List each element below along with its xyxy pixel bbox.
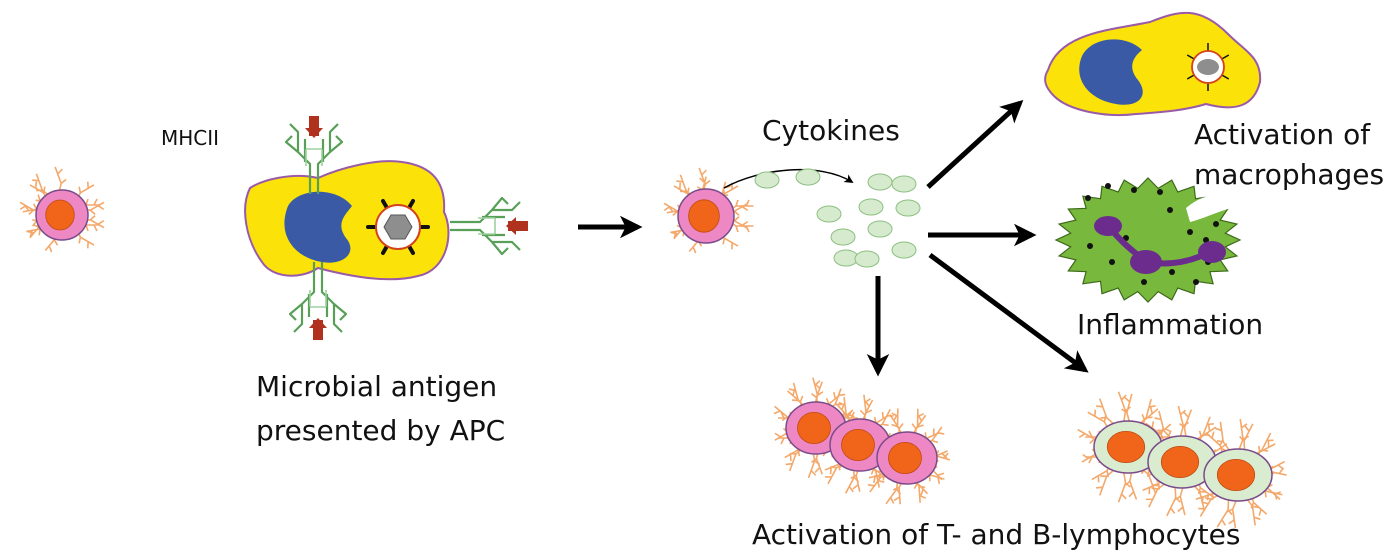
antigen-presenting-cell bbox=[244, 116, 528, 340]
microbe-core bbox=[1197, 59, 1219, 75]
apc-caption-line1: Microbial antigen bbox=[256, 370, 498, 403]
secretion-arrow bbox=[723, 168, 854, 189]
antigen-peptide-tip bbox=[309, 318, 327, 328]
cell-nucleus bbox=[688, 199, 720, 233]
t-lymphocyte bbox=[829, 418, 891, 472]
granule bbox=[1203, 237, 1209, 243]
arrow-to-macrophage bbox=[926, 99, 1024, 189]
granule bbox=[1141, 279, 1147, 285]
mhcii-label: MHCII bbox=[161, 126, 220, 150]
granule bbox=[1157, 189, 1163, 195]
granule bbox=[1193, 279, 1199, 285]
cytokine-particle bbox=[891, 241, 917, 259]
apc-nucleus bbox=[284, 191, 352, 263]
b-lymphocyte bbox=[1147, 435, 1217, 489]
cell-nucleus bbox=[45, 199, 75, 231]
cytokine-particle bbox=[833, 249, 859, 267]
mhc-right bbox=[450, 196, 528, 256]
granule bbox=[1087, 243, 1093, 249]
antigen-peptide bbox=[313, 320, 323, 340]
granule bbox=[1105, 183, 1111, 189]
cytokine-particle bbox=[795, 168, 821, 186]
lymphocyte-activation-label: Activation of T- and B-lymphocytes bbox=[752, 518, 1241, 551]
cytokine-particle bbox=[895, 199, 921, 217]
mhc-molecule bbox=[288, 262, 348, 333]
mhc-groove bbox=[478, 217, 496, 235]
engulfed-microbe-icon bbox=[1186, 43, 1230, 91]
microbe-core bbox=[383, 214, 413, 240]
resting-t-cell-body bbox=[35, 189, 89, 241]
macrophage-body bbox=[1044, 11, 1262, 117]
b-lymphocyte-cluster bbox=[1077, 391, 1287, 529]
granule bbox=[1187, 229, 1193, 235]
cytokine-particle bbox=[867, 173, 893, 191]
granule bbox=[1213, 221, 1219, 227]
granule bbox=[1131, 187, 1137, 193]
mhc-molecule bbox=[450, 196, 521, 256]
cytokine-cluster bbox=[754, 168, 921, 268]
cytokine-particle bbox=[830, 228, 856, 246]
nucleus-lobe bbox=[1198, 241, 1226, 263]
macrophage-activation-line2: macrophages bbox=[1194, 158, 1385, 191]
apc-caption-line2: presented by APC bbox=[256, 414, 506, 447]
granule bbox=[1167, 207, 1173, 213]
mhc-top bbox=[284, 116, 344, 194]
cell-nucleus bbox=[1106, 430, 1146, 464]
cell-nucleus bbox=[797, 411, 831, 445]
cytokine-particle bbox=[858, 198, 884, 216]
mhc-bottom bbox=[288, 262, 348, 340]
antigen-peptide-tip bbox=[305, 128, 323, 138]
macrophage bbox=[1044, 11, 1262, 117]
activated-t-cell-body bbox=[677, 188, 735, 244]
nucleus-lobe bbox=[1130, 250, 1162, 274]
mhc-molecule bbox=[284, 123, 344, 194]
arrow-to-b-lymphocytes bbox=[928, 252, 1089, 373]
inflammation-label: Inflammation bbox=[1077, 308, 1264, 341]
microbe-icon bbox=[366, 199, 430, 255]
cytokine-particle bbox=[816, 205, 842, 223]
cell-nucleus bbox=[1216, 458, 1256, 492]
granule bbox=[1085, 195, 1091, 201]
mhc-groove bbox=[309, 290, 327, 308]
resting-t-cell bbox=[19, 166, 105, 253]
granule bbox=[1169, 269, 1175, 275]
mhc-groove bbox=[305, 148, 323, 166]
cytokine-particle bbox=[891, 175, 917, 193]
cell-nucleus bbox=[841, 428, 875, 462]
b-lymphocyte bbox=[1093, 420, 1163, 474]
cell-nucleus bbox=[1160, 445, 1200, 479]
antigen-peptide bbox=[309, 116, 319, 136]
cytokine-particle bbox=[754, 171, 780, 189]
cytokine-particle bbox=[854, 250, 880, 268]
antigen-peptide-tip bbox=[506, 217, 516, 235]
granulocyte bbox=[1054, 177, 1242, 303]
t-lymphocyte bbox=[876, 431, 938, 485]
activated-t-cell bbox=[663, 167, 754, 254]
cell-nucleus bbox=[888, 441, 922, 475]
t-lymphocyte-cluster bbox=[773, 377, 951, 505]
macrophage-nucleus bbox=[1079, 39, 1143, 105]
cytokines-label: Cytokines bbox=[762, 114, 900, 147]
nucleus-lobe bbox=[1094, 216, 1122, 236]
granule bbox=[1109, 259, 1115, 265]
macrophage-activation-line1: Activation of bbox=[1194, 118, 1371, 151]
cytokine-particle bbox=[867, 220, 893, 238]
granulocyte-notch bbox=[1186, 194, 1240, 222]
b-lymphocyte bbox=[1203, 448, 1273, 502]
